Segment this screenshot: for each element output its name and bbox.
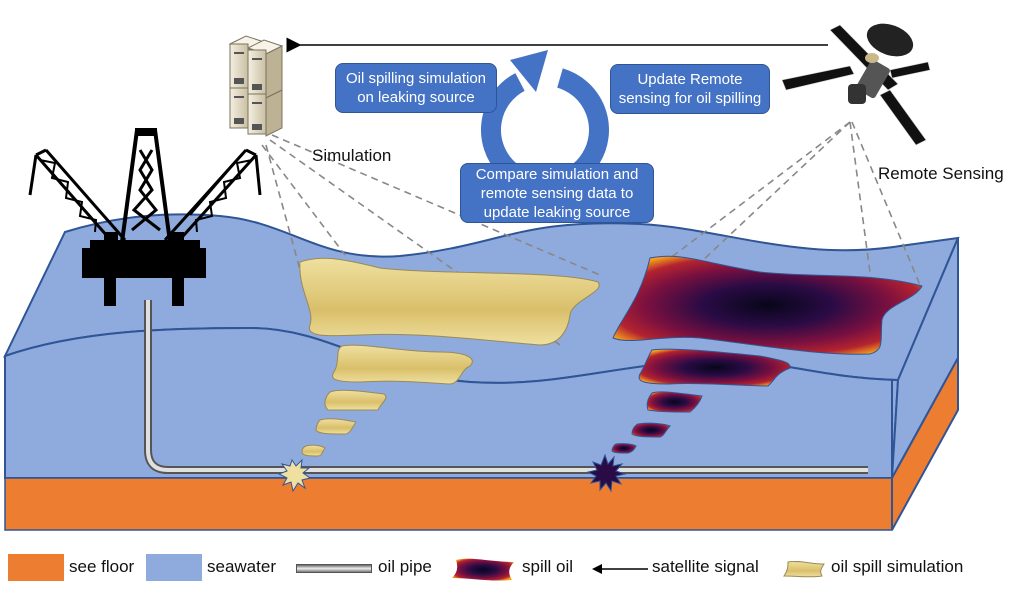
legend-label-oil-spill-simulation: oil spill simulation xyxy=(831,557,964,576)
spill-slick-3 xyxy=(646,391,703,413)
legend-swatch-spill-oil xyxy=(452,558,514,581)
spill-slick-2 xyxy=(638,348,791,387)
legend-label-seawater: seawater xyxy=(207,557,276,576)
legend-label-sea-floor: see floor xyxy=(69,557,135,576)
spill-slick-4 xyxy=(631,422,671,438)
remote-sensing-label: Remote Sensing xyxy=(878,164,1004,183)
sim-slick-1 xyxy=(299,257,600,346)
oil-platform-icon xyxy=(28,128,262,306)
spill-slick-5 xyxy=(611,443,637,454)
legend-swatch-oil-spill-simulation xyxy=(783,560,825,578)
server-rack-icon xyxy=(228,35,284,137)
spill-slick-1 xyxy=(612,255,923,355)
simulated-leak-icon xyxy=(277,458,312,493)
spill-oil-slicks xyxy=(611,255,923,454)
legend: see floor seawater oil pipe spill oil sa… xyxy=(0,548,1024,588)
legend-label-spill-oil: spill oil xyxy=(522,557,574,576)
simulated-oil-slicks xyxy=(299,257,600,457)
legend-swatch-sea-floor xyxy=(8,554,64,581)
sim-slick-3 xyxy=(324,389,387,411)
satellite-icon xyxy=(781,23,931,146)
legend-label-satellite-signal: satellite signal xyxy=(652,557,759,576)
legend-swatch-satellite-signal xyxy=(592,564,648,574)
sim-slick-4 xyxy=(315,418,357,435)
sea-floor-front xyxy=(4,477,893,531)
simulation-projection-lines xyxy=(261,134,601,346)
simulation-label: Simulation xyxy=(312,146,392,165)
sim-slick-2 xyxy=(332,344,473,385)
oil-pipe xyxy=(144,300,868,474)
real-leak-icon xyxy=(586,453,627,493)
legend-swatch-seawater xyxy=(146,554,202,581)
sim-slick-5 xyxy=(301,444,326,457)
legend-swatch-oil-pipe xyxy=(296,564,372,573)
legend-label-oil-pipe: oil pipe xyxy=(378,557,432,576)
